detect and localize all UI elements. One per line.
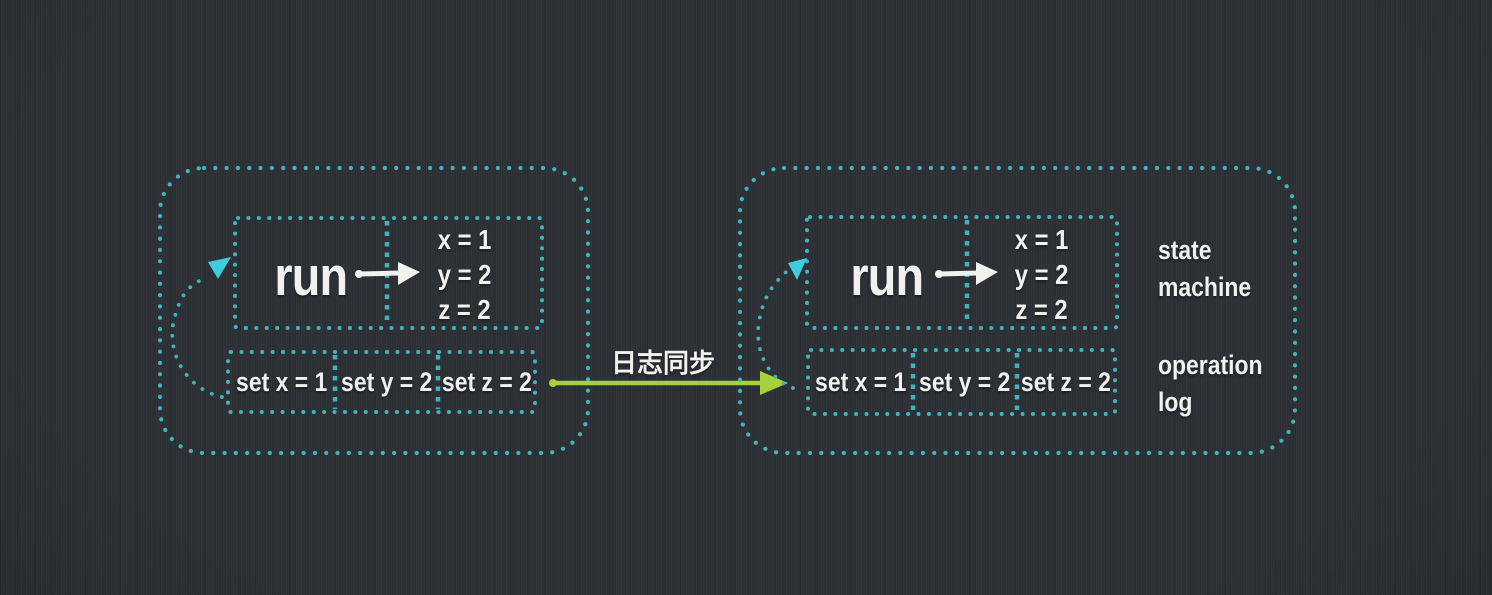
left-feedback-arrowhead-icon xyxy=(208,257,231,279)
left-node-group xyxy=(157,165,591,456)
legend-operation-log-line2: log xyxy=(1158,387,1193,417)
legend-state-machine-line1: state xyxy=(1158,235,1212,265)
left-run-arrow-icon xyxy=(398,262,420,285)
left-log-entry-2: set y = 2 xyxy=(340,366,433,397)
log-sync-label: 日志同步 xyxy=(610,347,715,378)
left-operation-log-box xyxy=(226,350,537,414)
left-node-outline xyxy=(157,165,591,456)
right-node-group xyxy=(737,165,1298,456)
legend-operation-log-line1: operation xyxy=(1158,350,1263,380)
left-feedback-arc xyxy=(170,278,224,399)
right-run-label: run xyxy=(850,244,925,307)
right-feedback-arrowhead-icon xyxy=(788,258,807,280)
left-run-label: run xyxy=(274,244,349,307)
left-log-entry-3: set z = 2 xyxy=(441,366,532,397)
legend-state-machine-line2: machine xyxy=(1158,272,1252,302)
right-state-value-y: y = 2 xyxy=(1015,258,1069,290)
right-feedback-arc xyxy=(756,270,795,390)
left-run-arrow-line xyxy=(356,270,403,277)
left-state-values: x = 1 y = 2 z = 2 xyxy=(387,221,542,327)
right-run-arrow-icon xyxy=(976,262,998,285)
left-state-value-z: z = 2 xyxy=(438,293,491,325)
legend-state-machine: state machine xyxy=(1158,232,1288,306)
left-log-entry-1: set x = 1 xyxy=(235,366,328,397)
log-sync-arrow-group xyxy=(549,371,788,395)
log-sync-arrow-icon xyxy=(760,371,788,395)
left-state-value-y: y = 2 xyxy=(437,258,492,290)
left-state-value-x: x = 1 xyxy=(437,223,492,255)
right-state-values: x = 1 y = 2 z = 2 xyxy=(967,221,1117,327)
right-operation-log-box xyxy=(806,348,1117,416)
legend-operation-log: operation log xyxy=(1158,347,1298,421)
right-state-value-z: z = 2 xyxy=(1015,293,1069,325)
right-log-entry-3: set z = 2 xyxy=(1021,366,1111,397)
right-state-value-x: x = 1 xyxy=(1015,223,1069,255)
right-log-entry-1: set x = 1 xyxy=(814,366,907,397)
right-node-outline xyxy=(737,165,1298,456)
right-state-machine-box xyxy=(805,215,1119,330)
right-log-entry-2: set y = 2 xyxy=(919,366,1011,397)
right-run-arrow-line xyxy=(936,270,981,277)
